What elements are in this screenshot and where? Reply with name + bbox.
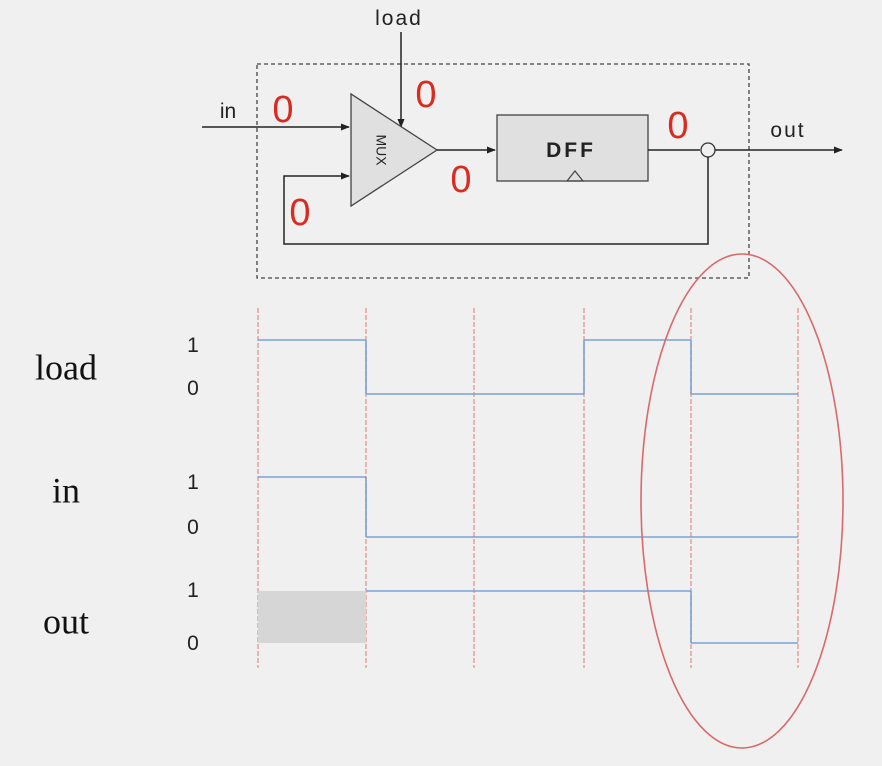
signal-low-label: 0 — [187, 377, 199, 400]
load-input-label: load — [375, 7, 423, 30]
signal-name-out: out — [43, 601, 89, 641]
dff-out-value: 0 — [667, 105, 688, 147]
timing-diagram: load 1 0 in 1 0 out 1 0 — [35, 308, 799, 668]
feedback-value: 0 — [289, 192, 310, 234]
load-value: 0 — [415, 74, 436, 116]
signal-high-label: 1 — [187, 471, 199, 494]
clock-input-triangle-icon — [565, 170, 585, 182]
mux-block — [350, 92, 439, 208]
in-value: 0 — [272, 89, 293, 131]
junction-node-icon — [700, 142, 716, 158]
out-output-label: out — [770, 119, 805, 142]
mux-label: MUX — [373, 134, 389, 166]
signal-name-load: load — [35, 347, 97, 387]
highlight-ellipse — [640, 253, 844, 749]
signal-high-label: 1 — [187, 579, 199, 602]
dff-label: DFF — [546, 139, 596, 162]
mux-out-value: 0 — [450, 159, 471, 201]
signal-high-label: 1 — [187, 334, 199, 357]
signal-name-in: in — [52, 470, 80, 510]
in-input-label: in — [220, 100, 236, 123]
signal-low-label: 0 — [187, 516, 199, 539]
dff-block — [496, 114, 649, 182]
signal-unknown-region — [258, 591, 366, 643]
feedback-wire — [283, 157, 709, 245]
signal-low-label: 0 — [187, 632, 199, 655]
chip-boundary — [256, 63, 750, 279]
